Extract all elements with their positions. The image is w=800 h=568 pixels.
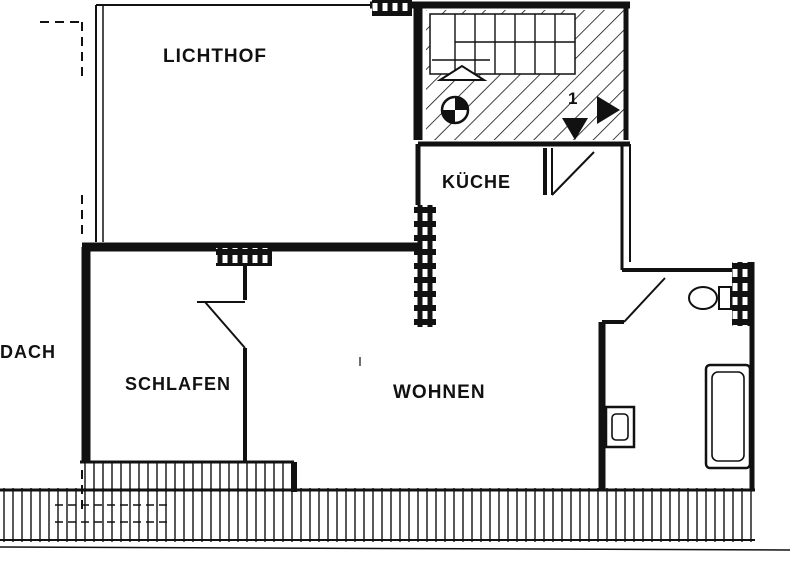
stair-steps <box>432 14 575 74</box>
room-label-schlafen: SCHLAFEN <box>125 374 231 394</box>
stair-hall: 1 <box>370 0 630 140</box>
bathtub-icon <box>704 363 752 470</box>
room-label-wohnen: WOHNEN <box>393 382 486 403</box>
sink-icon <box>604 405 636 449</box>
room-label-lichthof: LICHTHOF <box>163 46 267 67</box>
room-label-dach: DACH <box>0 342 56 362</box>
balcony-strip <box>0 462 791 551</box>
direction-arrow-icon: 1 <box>562 89 620 140</box>
stair-arrow-label: 1 <box>568 89 578 108</box>
stair-arrow-icon <box>436 64 488 81</box>
toilet-icon <box>688 286 732 310</box>
lichthof-outline <box>95 4 370 242</box>
bathroom <box>598 262 755 490</box>
roof-outline <box>40 21 83 510</box>
interior-walls <box>413 5 631 327</box>
room-label-kueche: KÜCHE <box>442 172 511 192</box>
schlafen-walls <box>80 247 297 492</box>
